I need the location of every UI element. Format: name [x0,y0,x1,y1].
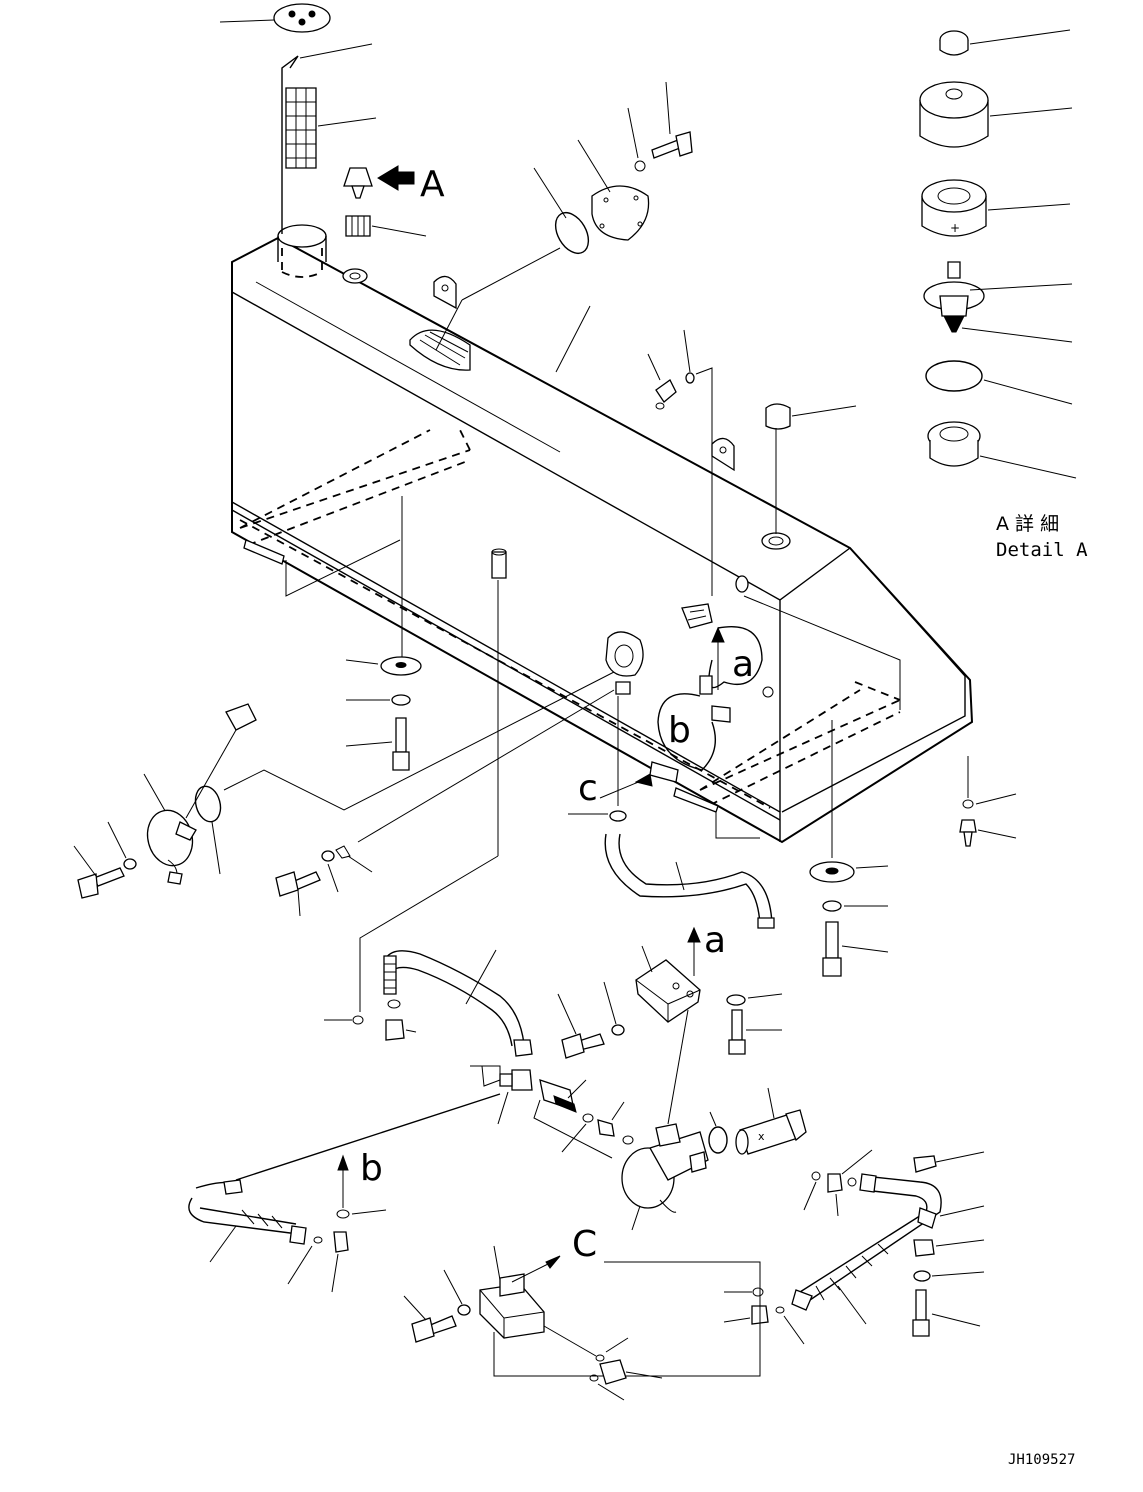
filter-bracket [635,959,701,1023]
filler-cap [273,3,331,33]
filter-element: x [735,1109,807,1155]
drain-hose [568,810,775,929]
cover-bolt [651,131,693,159]
shutoff-valve [539,1079,577,1113]
detail-element: + [921,179,987,237]
svg-text:x: x [758,1130,765,1143]
detail-cap [939,30,969,56]
detail-o-ring [925,360,983,392]
breather-valve [343,167,373,187]
mounting-hardware-left [73,496,631,1012]
inspection-cover [591,185,650,241]
view-label-a: a [732,644,754,685]
detail-adapter [927,421,981,467]
detail-title-jp: A 詳 細 [996,513,1059,535]
bracket-bolt [561,1033,605,1059]
sender-bolt [77,867,125,899]
strainer-basket [285,87,317,169]
fuel-line-assembly: a [188,920,985,1401]
detail-title-en: Detail A [996,539,1088,561]
sender-float [225,703,257,731]
sender-unit [146,809,197,885]
view-label-c-lower: C [572,1224,597,1265]
detail-valve [923,261,985,333]
level-plug [765,403,791,430]
clamp-bolt [411,1315,457,1343]
svg-text:+: + [950,221,960,235]
tee-fitting [499,1069,533,1091]
view-label-b: b [668,710,691,751]
view-label-A: A [420,164,445,205]
view-label-c: c [578,768,598,809]
top-components: A [219,3,857,596]
fuel-filter [621,1123,709,1213]
view-label-a-lower: a [704,920,726,961]
detail-A: + A 詳 細 Detail A [919,29,1088,561]
view-arrow-icon [377,165,415,191]
detail-cover [919,81,989,148]
drawing-number: JH109527 [1008,1452,1075,1468]
view-markers-tank: a b c [578,575,901,809]
fuel-tank [231,224,974,844]
view-label-b-lower: b [360,1148,383,1189]
mounting-hardware-right [715,720,1017,977]
clamp-block [479,1273,545,1339]
